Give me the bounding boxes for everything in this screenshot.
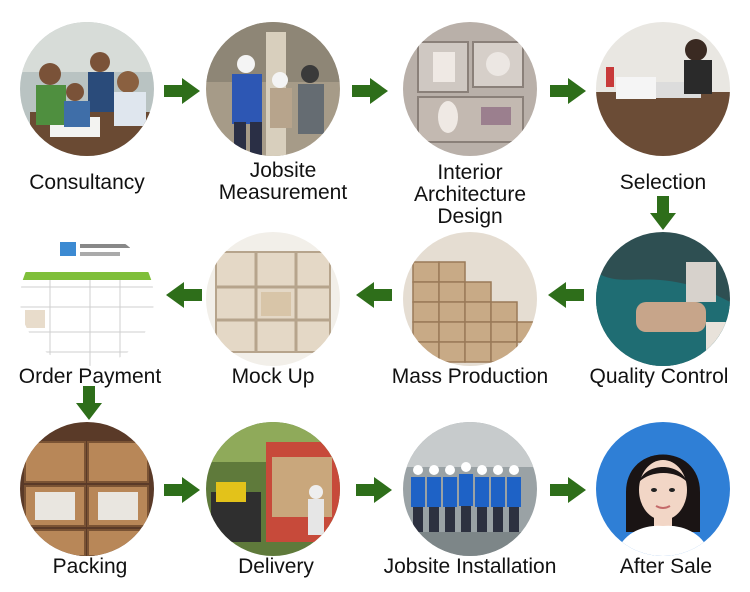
right-arrow-icon (352, 78, 388, 104)
consultancy-photo (20, 22, 154, 156)
right-arrow-icon (356, 477, 392, 503)
down-arrow-icon (76, 386, 102, 420)
step-label-delivery: Delivery (238, 555, 314, 578)
step-label-mass-production: Mass Production (391, 365, 549, 388)
right-arrow-icon (550, 78, 586, 104)
left-arrow-icon (166, 282, 202, 308)
jobsite-measurement-photo (206, 22, 340, 156)
delivery-photo (206, 422, 340, 556)
step-label-jobsite-measurement: Jobsite Measurement (218, 159, 348, 204)
right-arrow-icon (550, 477, 586, 503)
left-arrow-icon (356, 282, 392, 308)
right-arrow-icon (164, 78, 200, 104)
left-arrow-icon (548, 282, 584, 308)
interior-design-photo (403, 22, 537, 156)
step-label-order-payment: Order Payment (18, 365, 162, 388)
jobsite-installation-photo (403, 422, 537, 556)
selection-photo (596, 22, 730, 156)
mock-up-photo (206, 232, 340, 366)
mass-production-photo (403, 232, 537, 366)
right-arrow-icon (164, 477, 200, 503)
order-payment-photo (20, 232, 154, 366)
step-label-quality-control: Quality Control (589, 365, 729, 388)
step-label-selection: Selection (619, 171, 707, 194)
step-label-after-sale: After Sale (619, 555, 713, 578)
after-sale-photo (596, 422, 730, 556)
step-label-interior-architecture-design: Interior Architecture Design (413, 161, 527, 228)
step-label-consultancy: Consultancy (29, 171, 145, 194)
step-label-mock-up: Mock Up (231, 365, 315, 388)
down-arrow-icon (650, 196, 676, 230)
packing-photo (20, 422, 154, 556)
step-label-jobsite-installation: Jobsite Installation (383, 555, 557, 578)
step-label-packing: Packing (52, 555, 128, 578)
quality-control-photo (596, 232, 730, 366)
